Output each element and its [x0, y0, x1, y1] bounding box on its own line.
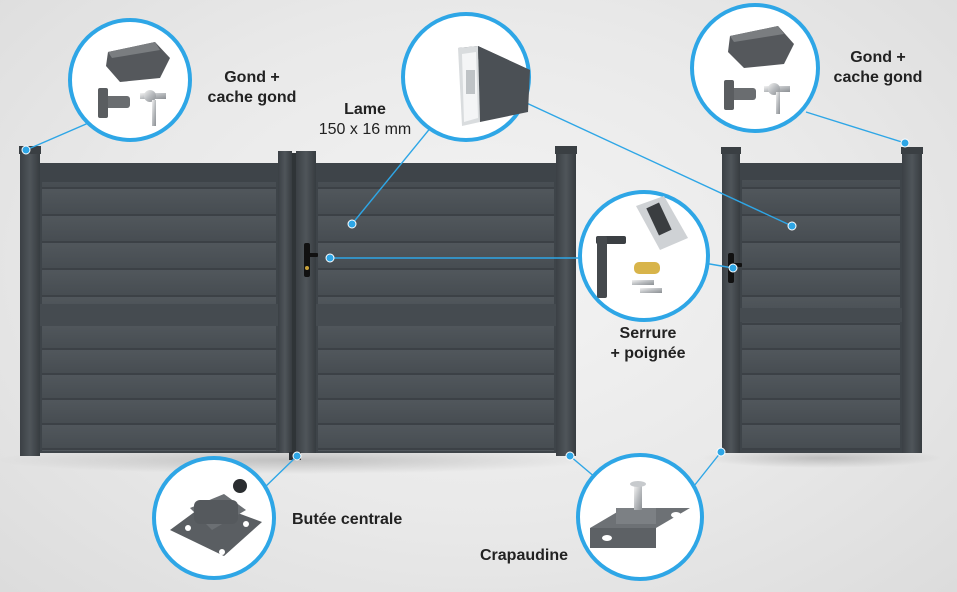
label-lame: Lame 150 x 16 mm	[306, 100, 424, 140]
portillon	[721, 147, 923, 453]
butee-icon	[170, 479, 262, 556]
lock-body-icon	[636, 196, 688, 250]
callout-dots	[21, 138, 910, 461]
label-lame-line2: 150 x 16 mm	[318, 121, 412, 138]
label-butee-text: Butée centrale	[292, 511, 403, 528]
label-lame-line1: Lame	[344, 101, 386, 118]
label-gond-right-line1: Gond +	[850, 49, 906, 66]
label-gond-right: Gond + cache gond	[822, 48, 934, 88]
cylinder-key-icon	[632, 262, 662, 293]
label-crapaudine-text: Crapaudine	[480, 547, 569, 564]
main-gate	[19, 146, 577, 460]
label-gond-left-line2: cache gond	[207, 89, 297, 106]
crapaudine-icon	[590, 481, 690, 548]
bubble-lame	[401, 12, 531, 142]
lame-profile-icon	[458, 46, 530, 126]
label-serrure-line2: + poignée	[610, 345, 686, 362]
bubble-crapaudine	[576, 453, 704, 581]
label-serrure: Serrure + poignée	[596, 324, 700, 364]
cache-gond-icon-right	[728, 26, 794, 68]
handle-icon	[596, 236, 626, 298]
label-gond-left-line1: Gond +	[224, 69, 280, 86]
bubble-serrure	[578, 190, 710, 322]
bubble-gond-left	[68, 18, 192, 142]
label-gond-right-line2: cache gond	[833, 69, 923, 86]
label-crapaudine: Crapaudine	[480, 546, 568, 566]
callout-lines	[25, 99, 906, 491]
label-gond-left: Gond + cache gond	[196, 68, 308, 108]
bubble-gond-right	[690, 3, 820, 133]
gond-bracket-icon-right	[724, 80, 790, 114]
bubble-butee	[152, 456, 276, 580]
cache-gond-icon	[106, 42, 170, 82]
label-butee: Butée centrale	[292, 510, 402, 530]
gond-bracket-icon	[98, 88, 166, 126]
label-serrure-line1: Serrure	[619, 325, 677, 342]
